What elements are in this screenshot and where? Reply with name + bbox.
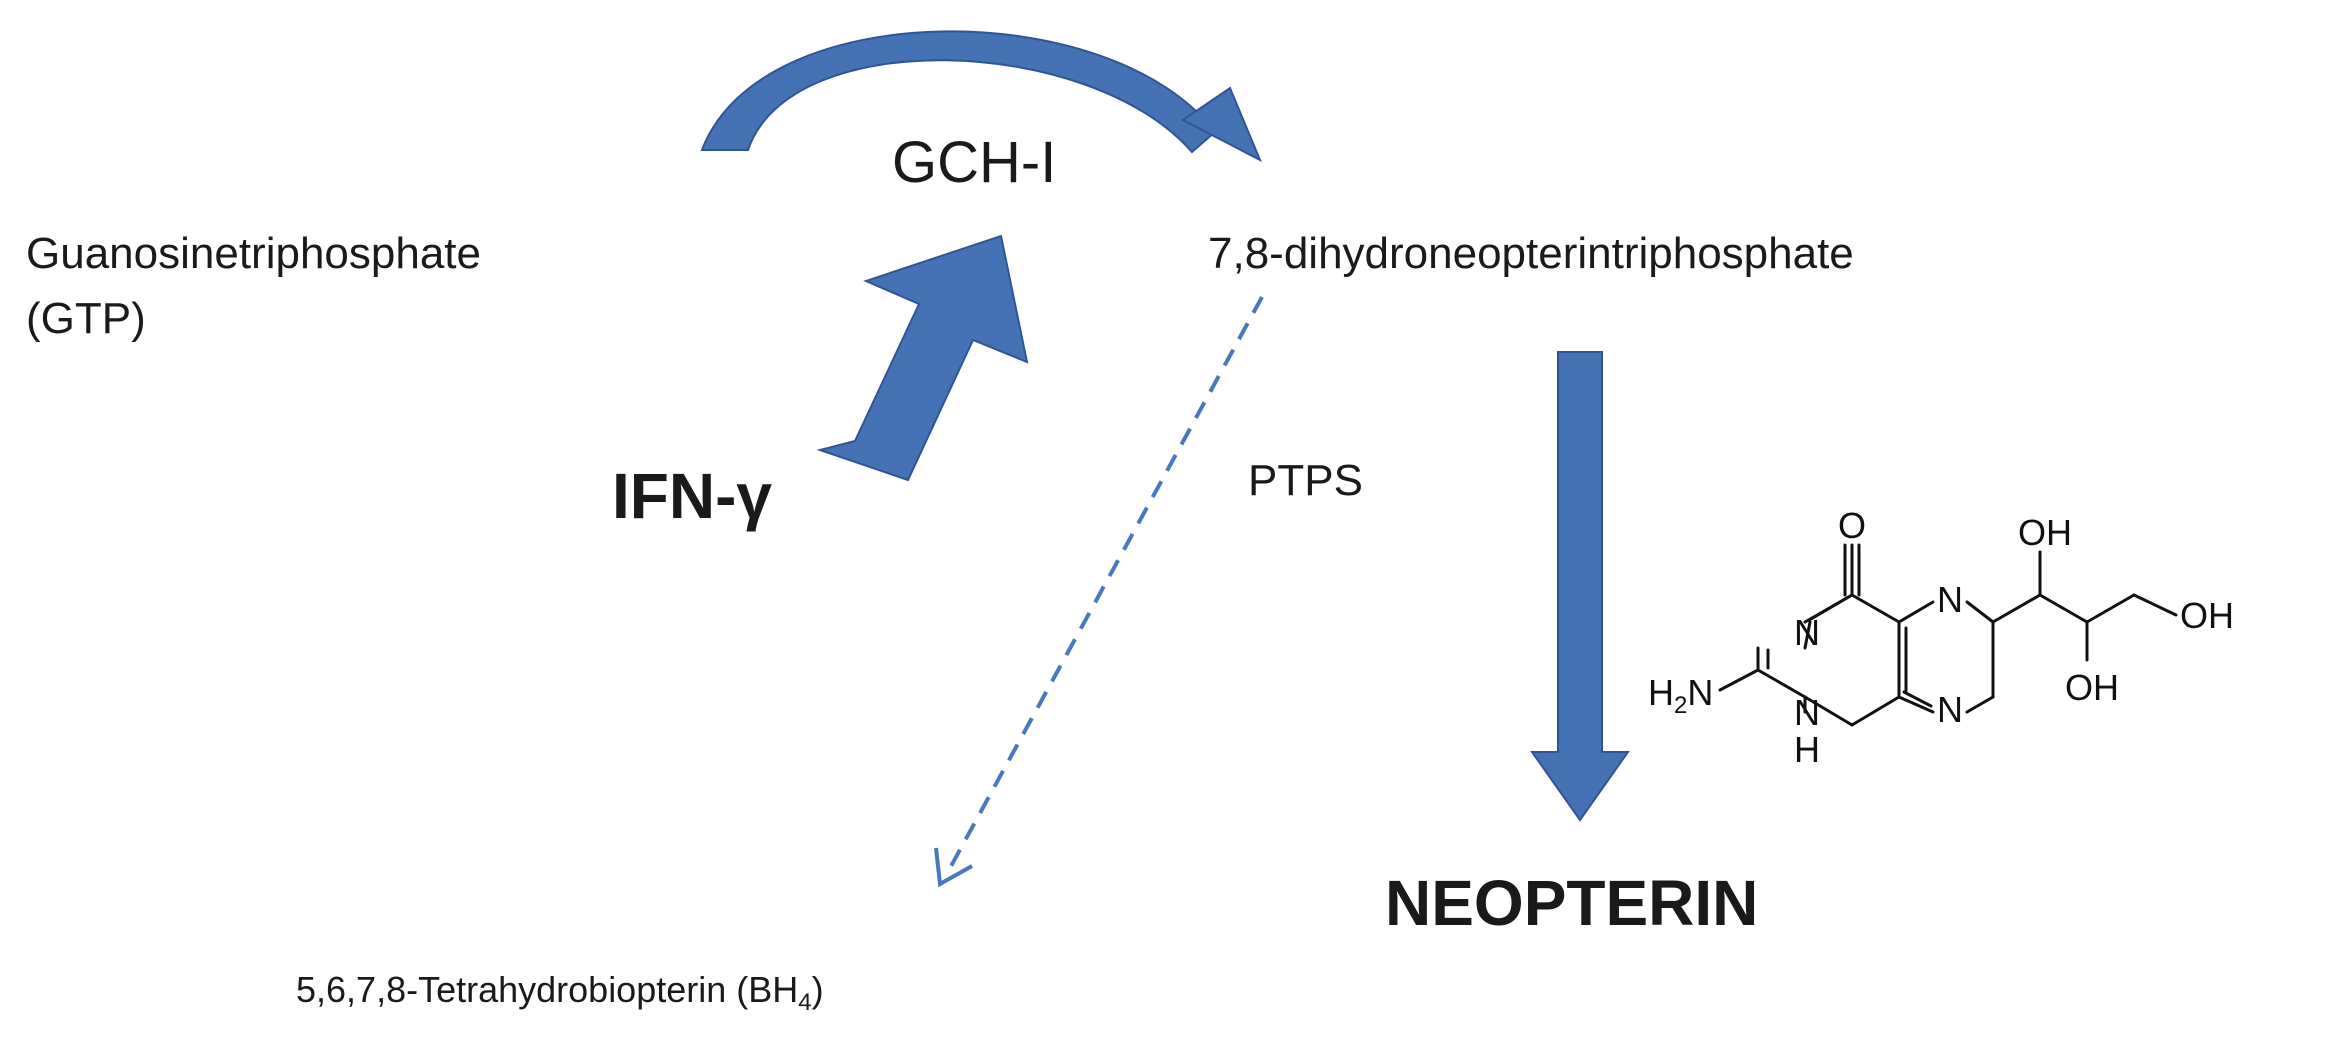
neopterin-label: NEOPTERIN (1385, 867, 1758, 939)
atom-h2n-n: N (1687, 672, 1713, 713)
atom-h2n-subscript: 2 (1674, 692, 1687, 719)
down-arrow-to-neopterin (1530, 351, 1630, 822)
atom-oh-right: OH (2180, 595, 2234, 636)
dashed-arrow-to-bh4 (934, 296, 1264, 888)
dihydroneopterin-label: 7,8-dihydroneopterintriphosphate (1208, 229, 1854, 278)
dashed-arrow-line (948, 296, 1264, 869)
atom-o: O (1838, 505, 1866, 546)
bh4-label-subscript: 4 (798, 989, 811, 1016)
atom-nh-n: N (1794, 692, 1820, 733)
atom-h2n-h: H (1648, 672, 1674, 713)
atom-oh-top: OH (2018, 512, 2072, 553)
gtp-abbrev-label: (GTP) (26, 294, 146, 343)
curved-arrow-head (1181, 86, 1262, 163)
atom-n-left: N (1794, 612, 1820, 653)
neopterin-structure (1718, 543, 2178, 727)
atom-h2n: H2N (1648, 672, 1713, 719)
ifn-gamma-label: IFN-γ (612, 460, 772, 532)
bh4-label: 5,6,7,8-Tetrahydrobiopterin (BH4) (296, 969, 824, 1016)
curved-arrow-gtp-to-dihydroneopterin (700, 30, 1262, 163)
atom-nh-h: H (1794, 729, 1820, 770)
neopterin-structure-labels: O N N N N H H2N OH OH OH (1648, 505, 2234, 770)
atom-oh-mid: OH (2065, 667, 2119, 708)
gch-label: GCH-I (892, 130, 1056, 195)
atom-n-top: N (1937, 579, 1963, 620)
bh4-label-close: ) (812, 969, 824, 1010)
atom-n-right: N (1937, 689, 1963, 730)
dashed-arrow-head (934, 847, 973, 888)
bh4-label-main: 5,6,7,8-Tetrahydrobiopterin (BH (296, 969, 798, 1010)
ptps-label: PTPS (1248, 456, 1363, 505)
ifn-gamma-arrow (816, 234, 1029, 482)
gtp-label: Guanosinetriphosphate (26, 229, 481, 278)
